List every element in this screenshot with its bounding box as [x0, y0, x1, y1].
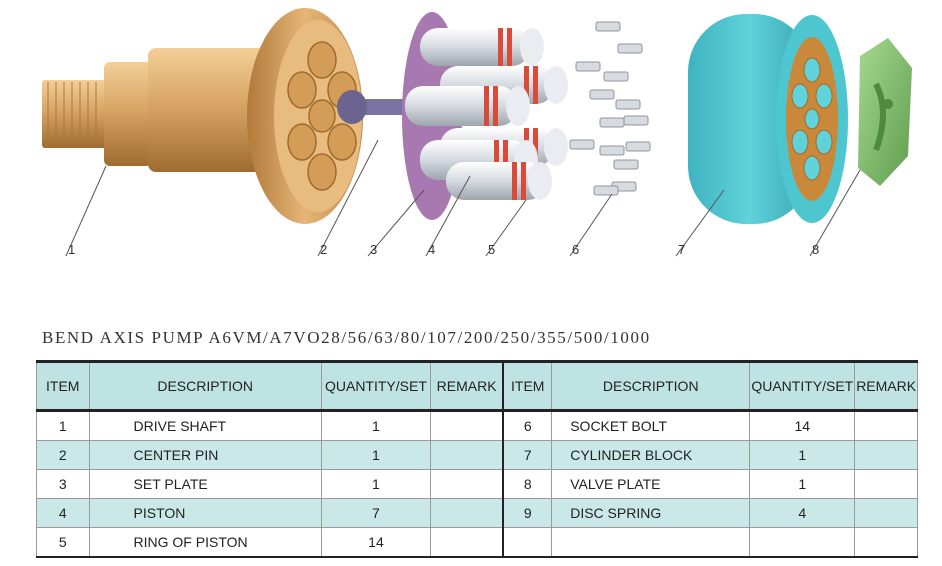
description-cell: SET PLATE: [88, 469, 322, 499]
item-cell: 1: [36, 410, 90, 441]
column-header: REMARK: [854, 360, 918, 412]
remark-cell: [430, 527, 504, 558]
remark-cell: [854, 527, 918, 558]
column-header: QUANTITY/SET: [749, 360, 856, 412]
parts-table: ITEM DESCRIPTION QUANTITY/SET REMARK ITE…: [36, 360, 918, 558]
quantity-cell: 1: [749, 469, 856, 499]
callout-label: 2: [320, 242, 327, 257]
column-header: DESCRIPTION: [88, 360, 322, 412]
description-cell: [551, 527, 751, 558]
description-cell: DRIVE SHAFT: [88, 410, 322, 441]
remark-cell: [854, 498, 918, 528]
description-cell: SOCKET BOLT: [551, 410, 751, 441]
remark-cell: [430, 410, 504, 441]
remark-cell: [430, 469, 504, 499]
column-header: DESCRIPTION: [551, 360, 751, 412]
item-cell: 4: [36, 498, 90, 528]
cylinder-block: [688, 14, 848, 224]
callout-label: 1: [68, 242, 75, 257]
item-cell: 2: [36, 440, 90, 470]
remark-cell: [854, 440, 918, 470]
diagram-callouts: 1 2 3 4 5 6 7 8: [68, 242, 819, 257]
column-header: QUANTITY/SET: [320, 360, 432, 412]
item-cell: 7: [502, 440, 553, 470]
quantity-cell: 1: [320, 469, 432, 499]
table-header-row: ITEM DESCRIPTION QUANTITY/SET REMARK ITE…: [36, 360, 918, 412]
column-header: ITEM: [502, 360, 553, 412]
remark-cell: [854, 410, 918, 441]
table-row: 5 RING OF PISTON 14: [36, 527, 918, 558]
quantity-cell: 14: [749, 410, 856, 441]
callout-label: 6: [572, 242, 579, 257]
table-row: 3 SET PLATE 1 8 VALVE PLATE 1: [36, 469, 918, 499]
callout-label: 8: [812, 242, 819, 257]
callout-label: 5: [488, 242, 495, 257]
description-cell: PISTON: [88, 498, 322, 528]
page-title: BEND AXIS PUMP A6VM/A7VO28/56/63/80/107/…: [42, 328, 651, 347]
quantity-cell: 1: [320, 410, 432, 441]
table-row: 1 DRIVE SHAFT 1 6 SOCKET BOLT 14: [36, 410, 918, 441]
socket-bolts: [569, 21, 651, 196]
description-cell: RING OF PISTON: [88, 527, 322, 558]
callout-label: 3: [370, 242, 377, 257]
description-cell: VALVE PLATE: [551, 469, 751, 499]
quantity-cell: 4: [749, 498, 856, 528]
item-cell: 5: [36, 527, 90, 558]
quantity-cell: 1: [749, 440, 856, 470]
table-row: 2 CENTER PIN 1 7 CYLINDER BLOCK 1: [36, 440, 918, 470]
item-cell: 6: [502, 410, 553, 441]
table-row: 4 PISTON 7 9 DISC SPRING 4: [36, 498, 918, 528]
quantity-cell: 1: [320, 440, 432, 470]
item-cell: 8: [502, 469, 553, 499]
valve-plate: [858, 38, 912, 186]
callout-label: 7: [678, 242, 685, 257]
callout-label: 4: [428, 242, 435, 257]
description-cell: CYLINDER BLOCK: [551, 440, 751, 470]
column-header: ITEM: [36, 360, 90, 412]
remark-cell: [430, 440, 504, 470]
remark-cell: [430, 498, 504, 528]
column-header: REMARK: [430, 360, 504, 412]
item-cell: 9: [502, 498, 553, 528]
description-cell: CENTER PIN: [88, 440, 322, 470]
quantity-cell: 7: [320, 498, 432, 528]
remark-cell: [854, 469, 918, 499]
pistons: [405, 28, 568, 200]
quantity-cell: [749, 527, 856, 558]
quantity-cell: 14: [320, 527, 432, 558]
item-cell: 3: [36, 469, 90, 499]
pump-parts-diagram: 1 2 3 4 5 6 7 8: [42, 8, 912, 257]
description-cell: DISC SPRING: [551, 498, 751, 528]
item-cell: [502, 527, 553, 558]
drive-shaft: [42, 8, 363, 224]
